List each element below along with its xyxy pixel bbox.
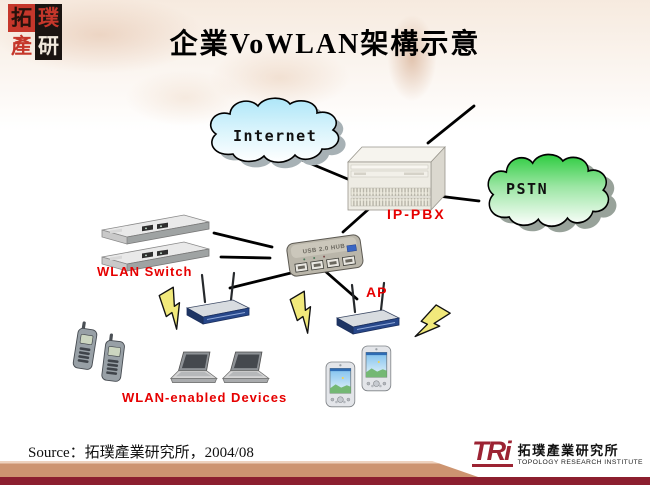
link-hub-ap-left xyxy=(228,269,301,290)
laptop-1 xyxy=(170,351,218,384)
link-hub-ap-right xyxy=(323,269,359,301)
footer-bar-tan xyxy=(0,461,481,478)
tri-logo-text: 拓璞產業研究所 TOPOLOGY RESEARCH INSTITUTE xyxy=(518,445,643,467)
tri-logo-mark: TRi xyxy=(472,438,513,467)
page-title: 企業VoWLAN架構示意 xyxy=(169,29,481,60)
logo-tile-3: 產 xyxy=(11,33,32,58)
tri-logo-text-cn: 拓璞產業研究所 xyxy=(517,444,620,460)
link-ippbx-hub xyxy=(341,205,373,234)
wifi-phone-1 xyxy=(72,320,100,371)
logo-tile-2: 璞 xyxy=(35,4,62,32)
pda-1 xyxy=(325,361,356,408)
company-seal-logo: 拓 璞 產 研 xyxy=(8,4,62,60)
source-note: Source：拓璞產業研究所，2004/08 xyxy=(28,445,254,461)
link-hub-switch1 xyxy=(212,231,274,249)
access-point-left xyxy=(185,271,251,326)
tri-logo-text-en: TOPOLOGY RESEARCH INSTITUTE xyxy=(517,458,643,466)
tri-logo: TRi 拓璞產業研究所 TOPOLOGY RESEARCH INSTITUTE xyxy=(472,438,643,467)
lightning-bolt-right xyxy=(413,301,452,347)
logo-tile-1: 拓 xyxy=(8,4,35,32)
wifi-phone-2 xyxy=(100,332,127,383)
footer-bar-maroon xyxy=(0,477,650,485)
pda-2 xyxy=(361,345,392,392)
lightning-bolt-center xyxy=(284,289,326,335)
ippbx-server xyxy=(347,145,446,212)
wlan-switch-label: WLAN Switch xyxy=(97,264,193,279)
pstn-label: PSTN xyxy=(506,180,549,198)
ippbx-label: IP-PBX xyxy=(387,206,446,222)
link-hub-switch2 xyxy=(219,255,272,260)
laptop-2 xyxy=(222,351,270,384)
hub-model-text: USB 2.0 HUB xyxy=(302,244,345,256)
link-ippbx-pstn xyxy=(436,194,481,203)
internet-label: Internet xyxy=(233,127,318,145)
logo-tile-4: 研 xyxy=(35,32,62,60)
usb-hub-device: USB 2.0 HUB xyxy=(286,234,364,277)
wlan-devices-label: WLAN-enabled Devices xyxy=(122,390,288,405)
link-ippbx-upright xyxy=(426,104,476,145)
wlan-switch-1 xyxy=(101,214,210,245)
ap-label: AP xyxy=(366,284,388,300)
